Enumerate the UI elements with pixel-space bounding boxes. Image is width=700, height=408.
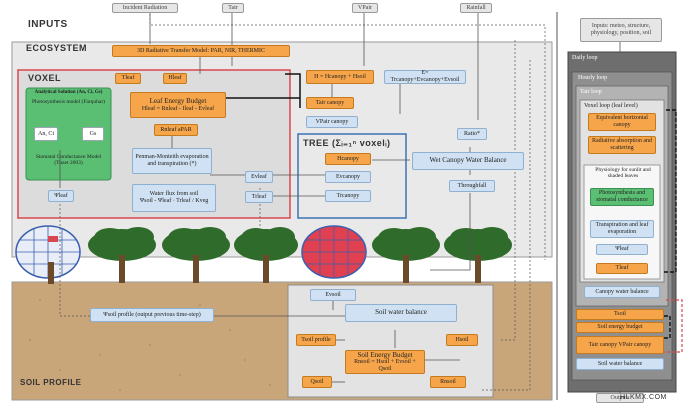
rp-tair-loop-label: Tair loop	[580, 89, 602, 95]
leaf-energy-equation: Hleaf = Rnleaf - Ileaf - Evleaf	[141, 105, 215, 112]
rn-apar-box: Rnleaf aPAR	[154, 124, 198, 136]
tair-canopy-box: Tair canopy	[306, 97, 354, 109]
inputs-header: INPUTS	[28, 19, 68, 30]
water-flux-box: Water flux from soil Ψsoil - Ψleaf · Trl…	[132, 184, 216, 212]
rp-inputs-box: Inputs: meteo, structure, physiology, po…	[580, 18, 662, 42]
rp-outputs-box: Outputs	[596, 393, 644, 403]
rainfall-input: Rainfall	[460, 3, 492, 13]
ratio-box: Ratio*	[457, 128, 487, 140]
rp-soil-energy-box: Soil energy budget	[576, 322, 664, 333]
rp-voxel-loop-label: Voxel loop (leaf level)	[584, 103, 638, 109]
rp-rad-absorption-box: Radiative absorption and scattering	[588, 136, 656, 154]
water-flux-title: Water flux from soil	[149, 191, 199, 198]
h-equation-box: H = Hcanopy + Hsoil	[306, 70, 374, 84]
h-canopy-box: Hcanopy	[325, 153, 371, 165]
ecosystem-header: ECOSYSTEM	[26, 43, 88, 53]
rp-tair-vpair-box: Tair canopy VPair canopy	[576, 336, 664, 354]
ev-soil-box: Evsoil	[310, 289, 356, 301]
e-equation-box: E= Trcanopy+Evcanopy+Evsoil	[384, 70, 466, 84]
gs-box: Gs	[82, 127, 104, 141]
psi-soil-profile-box: Ψsoil profile (output previous time-step…	[90, 308, 214, 322]
rp-equiv-canopy-box: Equivalent horizontal canopy	[588, 113, 656, 131]
tr-canopy-box: Trcanopy	[325, 190, 371, 202]
rp-soil-water-box: Soil water balance	[576, 358, 664, 370]
tree-header: TREE (Σᵢ₌₁ⁿ voxelᵢ)	[303, 138, 391, 148]
rp-hourly-loop-label: Hourly loop	[578, 75, 608, 81]
tree-row	[15, 225, 512, 284]
soil-profile-header: SOIL PROFILE	[20, 378, 82, 387]
penman-monteith-box: Penman-Monteith evaporation and transpir…	[132, 148, 212, 174]
wet-canopy-balance-box: Wet Canopy Water Balance	[412, 152, 524, 170]
rp-daily-loop-label: Daily loop	[572, 55, 598, 61]
leaf-energy-budget-title: Leaf Energy Budget	[149, 96, 207, 105]
soil-energy-budget-box: Soil Energy Budget Rnsoil = Hsoil + Evso…	[345, 350, 425, 374]
rp-physiology-label: Physiology for sunlit and shaded leaves	[595, 167, 651, 179]
t-leaf-box: Tleaf	[115, 73, 141, 84]
rp-canopy-water-box: Canopy water balance	[584, 286, 660, 298]
vpair-canopy-box: VPair canopy	[306, 116, 358, 128]
rp-t-leaf-box: Tleaf	[596, 263, 648, 274]
soil-energy-equation: Rnsoil = Hsoil + Evsoil + Qsoil	[354, 359, 416, 372]
tr-leaf-box: Trleaf	[245, 191, 273, 203]
soil-water-balance-box: Soil water balance	[345, 304, 457, 322]
watermark: HLKMX.COM	[620, 394, 667, 401]
analytical-solution-label: Analytical Solution (An, Ci, Gs)	[34, 90, 103, 95]
radiative-transfer-model: 3D Radiative Transfer Model: PAR, NIR, T…	[112, 45, 290, 57]
water-flux-equation: Ψsoil - Ψleaf · Trleaf / Kveg	[139, 198, 209, 204]
ev-leaf-box: Evleaf	[245, 171, 273, 183]
soil-energy-budget-title: Soil Energy Budget	[357, 350, 413, 359]
vpair-input: VPair	[352, 3, 378, 13]
rp-transpiration-box: Transpiration and leaf evaporation	[590, 220, 654, 238]
rp-psi-leaf-box: Ψleaf	[596, 244, 648, 255]
rp-t-soil-box: Tsoil	[576, 309, 664, 320]
psi-leaf-box: Ψleaf	[48, 190, 74, 202]
rn-soil-box: Rnsoil	[430, 376, 466, 388]
tair-input: Tair	[222, 3, 244, 13]
q-soil-box: Qsoil	[302, 376, 332, 388]
an-ci-box: An, Ci	[34, 127, 58, 141]
t-soil-profile-box: Tsoil profile	[296, 334, 336, 346]
photosynthesis-model-label: Photosynthesis model (Farquhar)	[31, 99, 106, 105]
h-leaf-box: Hleaf	[163, 73, 187, 84]
throughfall-box: Throughfall	[449, 180, 495, 192]
ev-canopy-box: Evcanopy	[325, 171, 371, 183]
h-soil-box: Hsoil	[446, 334, 478, 346]
stomatal-model-label: Stomatal Conductance Model (Tuzet 2003)	[35, 154, 102, 166]
incident-radiation-input: Incident Radiation	[112, 3, 178, 13]
rp-photosynthesis-box: Photosynthesis and stomatal conductance	[590, 188, 654, 206]
leaf-energy-budget-box: Leaf Energy Budget Hleaf = Rnleaf - Ilea…	[130, 92, 226, 118]
voxel-header: VOXEL	[28, 73, 62, 83]
